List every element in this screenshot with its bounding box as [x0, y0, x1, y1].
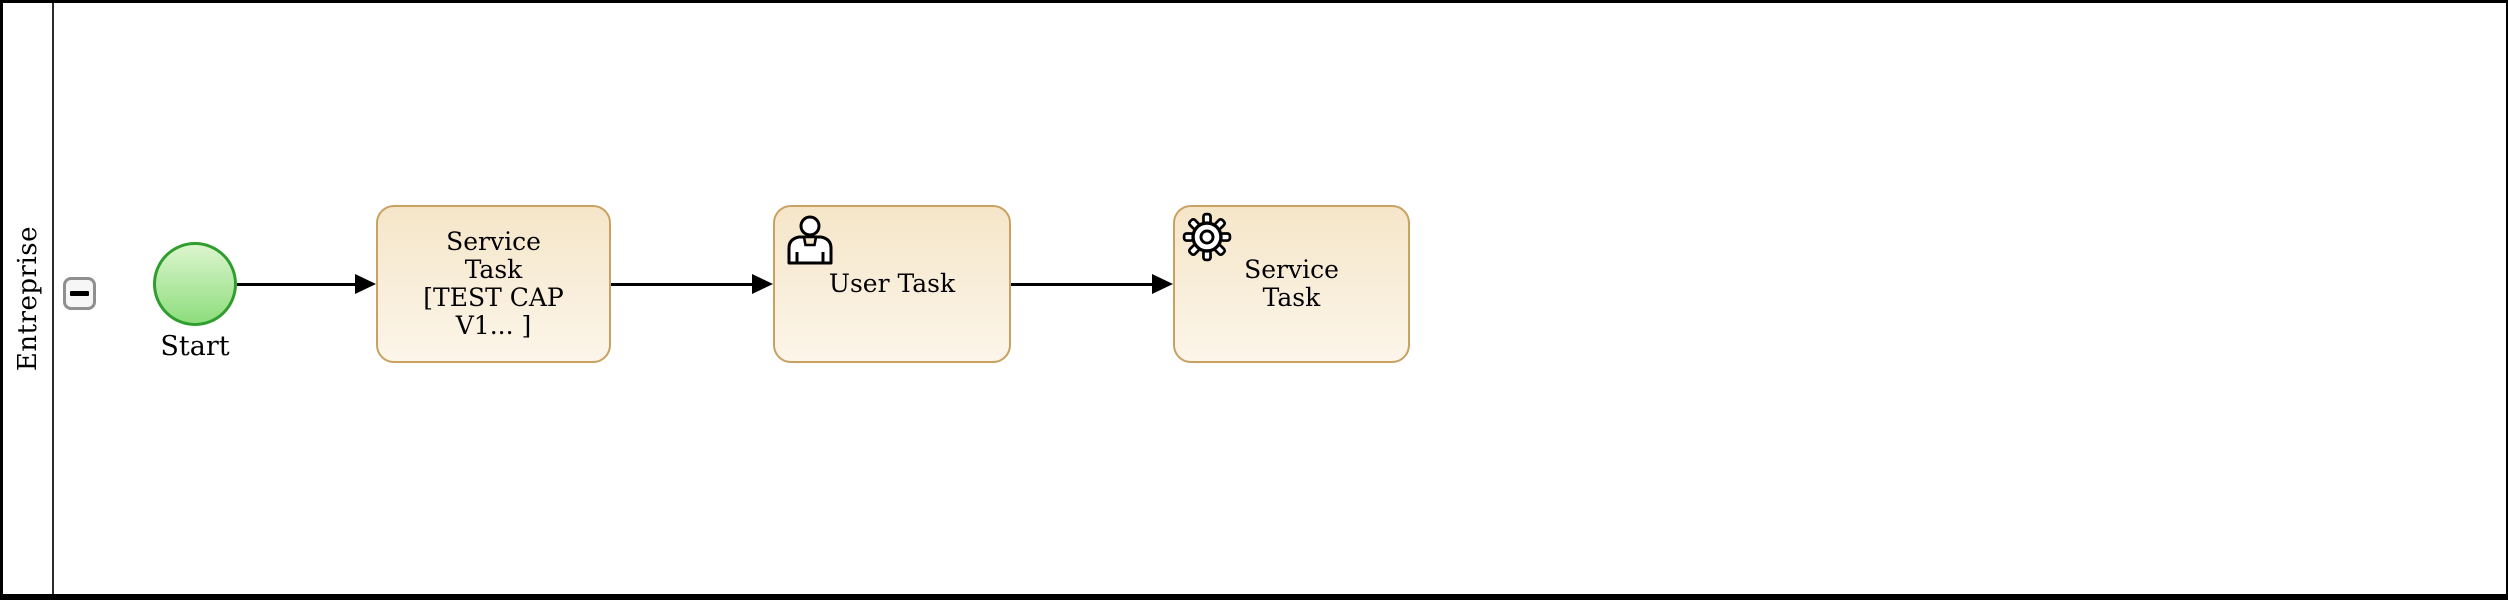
sequence-flow-1-arrowhead: [355, 274, 376, 294]
sequence-flow-2[interactable]: [611, 283, 752, 286]
start-event-label: Start: [160, 331, 230, 362]
pool-name-label: Entreprise: [12, 225, 43, 372]
pool-name-band[interactable]: Entreprise: [3, 3, 54, 594]
service-task-2-label: Service Task: [1244, 255, 1339, 312]
collapse-pool-button[interactable]: [63, 277, 96, 310]
sequence-flow-2-arrowhead: [752, 274, 773, 294]
service-task-1-label: Service Task [TEST CAP V1... ]: [423, 227, 564, 340]
start-event-circle[interactable]: [153, 242, 237, 326]
user-task[interactable]: User Task: [773, 205, 1011, 363]
sequence-flow-3[interactable]: [1011, 283, 1152, 286]
minus-icon: [70, 291, 89, 296]
sequence-flow-1[interactable]: [237, 283, 355, 286]
service-task-1[interactable]: Service Task [TEST CAP V1... ]: [376, 205, 611, 363]
service-task-2[interactable]: Service Task: [1173, 205, 1410, 363]
sequence-flow-3-arrowhead: [1152, 274, 1173, 294]
gear-icon: [1182, 212, 1232, 262]
user-icon: [787, 215, 833, 265]
user-task-label: User Task: [828, 269, 956, 298]
